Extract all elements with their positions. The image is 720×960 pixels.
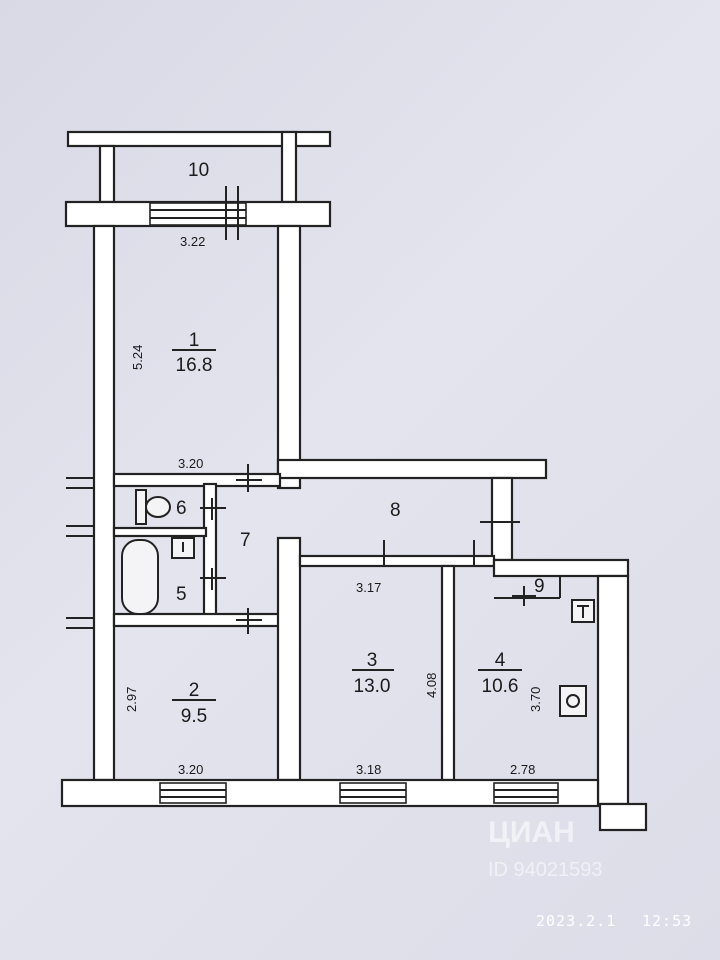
room1-bottom-wall [112, 472, 282, 488]
pantry-walls [492, 558, 630, 806]
timestamp-date: 2023.2.1 [536, 912, 616, 930]
dim-room2-width: 3.20 [178, 762, 203, 777]
room-3-number: 3 [367, 650, 378, 671]
room-2-area: 9.5 [181, 706, 207, 727]
watermark-brand: ЦИАН [488, 816, 575, 849]
dim-room3-width: 3.18 [356, 762, 381, 777]
balcony [66, 130, 332, 204]
stove-icon [559, 685, 587, 717]
dim-room1-bottom-width: 3.20 [178, 456, 203, 471]
dim-room4-length: 3.70 [528, 687, 543, 712]
dim-room3-length: 4.08 [424, 673, 439, 698]
top-wall [64, 186, 332, 240]
room1-right-wall [276, 224, 302, 490]
room-1-number: 1 [189, 330, 200, 351]
sink-icon [171, 537, 195, 559]
room-6-number: 6 [176, 498, 187, 519]
dim-balcony-width: 3.22 [180, 234, 205, 249]
door-marks [200, 464, 536, 634]
dim-room1-length: 5.24 [130, 345, 145, 370]
dim-room3-top-width: 3.17 [356, 580, 381, 595]
window-room2 [159, 782, 227, 804]
room-9-number: 9 [534, 576, 545, 597]
room-4-number: 4 [495, 650, 506, 671]
left-stubs [66, 477, 94, 629]
room-8-number: 8 [390, 500, 401, 521]
room-4-area: 10.6 [482, 676, 519, 697]
bathtub-icon [121, 539, 159, 615]
water-heater-icon [571, 599, 595, 623]
room-5-number: 5 [176, 584, 187, 605]
room-3-area: 13.0 [354, 676, 391, 697]
toilet-icon [135, 489, 171, 525]
corridor-top-wall [276, 458, 548, 562]
room-7-number: 7 [240, 530, 251, 551]
window-room4 [493, 782, 559, 804]
window-room3 [339, 782, 407, 804]
partition-7-3 [276, 536, 302, 782]
dim-room4-width: 2.78 [510, 762, 535, 777]
room-10-number: 10 [188, 160, 209, 181]
timestamp-time: 12:53 [642, 912, 692, 930]
dim-room2-length: 2.97 [124, 687, 139, 712]
left-wall [92, 224, 116, 782]
corridor-bottom-wall [298, 554, 496, 782]
room-2-number: 2 [189, 680, 200, 701]
watermark-id: ID 94021593 [488, 859, 603, 881]
room-1-area: 16.8 [176, 355, 213, 376]
